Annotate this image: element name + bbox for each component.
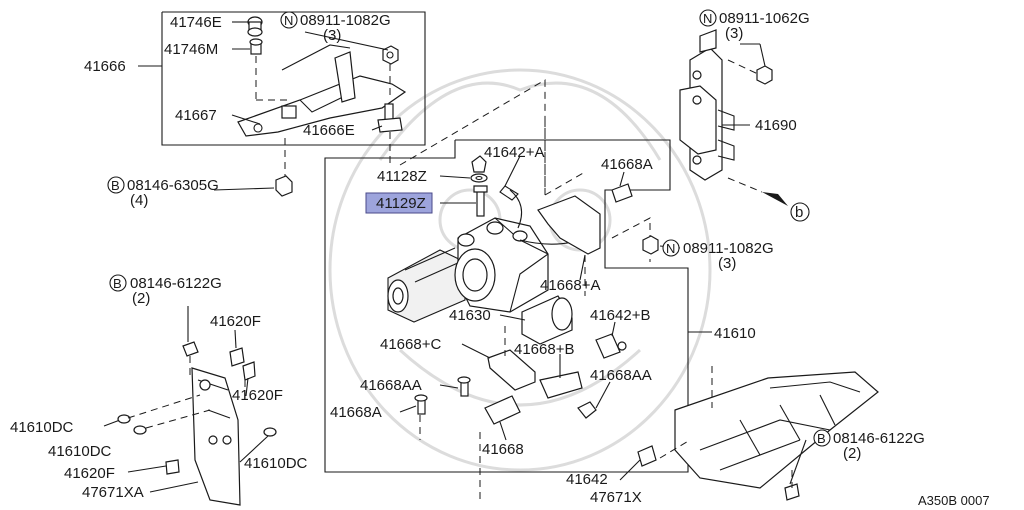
label-b1-part: 08146-6305G (127, 177, 219, 194)
label-47671XA: 47671XA (82, 484, 144, 501)
label-41666: 41666 (84, 58, 126, 75)
collar-41746M (249, 38, 263, 55)
label-b3-part: 08146-6122G (833, 430, 925, 447)
label-41610DC-1: 41610DC (10, 419, 74, 436)
label-n2-part: 08911-1062G (719, 10, 810, 27)
label-41668A-top: 41668A (601, 156, 653, 173)
nut-symbol-icon (662, 239, 680, 257)
label-41668C: 41668+C (380, 336, 441, 353)
label-41666E: 41666E (303, 122, 355, 139)
bolt-41668AA-right (577, 401, 597, 419)
bracket-group-41666 (138, 11, 426, 180)
label-b1-qty: (4) (130, 192, 148, 209)
svg-text:B: B (113, 276, 122, 291)
bracket-41668B (539, 371, 583, 399)
nut-08911-right (642, 235, 659, 255)
bracket-arm (334, 51, 356, 103)
label-41667: 41667 (175, 107, 217, 124)
label-n3-part: 08911-1082G (683, 240, 774, 257)
cover-47671XA (103, 341, 277, 506)
bolt-symbol-icon (109, 274, 127, 292)
label-41620F-bottom: 41620F (64, 465, 115, 482)
bolt-41668A-upper (611, 183, 633, 203)
bracket-41668 (484, 395, 521, 425)
clip-41642A (471, 155, 487, 173)
label-n1-qty: (3) (323, 27, 341, 44)
label-41746M: 41746M (164, 41, 218, 58)
diagram-code: A350B 0007 (918, 493, 990, 508)
washer-41128Z (470, 173, 488, 183)
label-41746E: 41746E (170, 14, 222, 31)
svg-text:N: N (284, 13, 293, 28)
clamp-41642B (595, 333, 621, 359)
bolt-41129Z (473, 185, 488, 217)
cover-47671X (637, 366, 879, 501)
screw-41610DC-3 (263, 427, 277, 437)
bolt-08146-left (182, 341, 199, 357)
label-n1-part: 08911-1082G (300, 12, 391, 29)
svg-text:N: N (666, 241, 675, 256)
label-41620F-mid: 41620F (232, 387, 283, 404)
nut-top (382, 45, 399, 65)
label-41668pA: 41668+A (540, 277, 600, 294)
label-b2-part: 08146-6122G (130, 275, 222, 292)
label-41668: 41668 (482, 441, 524, 458)
label-41668B: 41668+B (514, 341, 574, 358)
bolt-symbol-icon (107, 176, 125, 194)
grommet-41746E (247, 16, 263, 37)
clip-41620F-mid (242, 361, 256, 381)
svg-text:B: B (111, 178, 120, 193)
label-41610DC-3: 41610DC (244, 455, 308, 472)
label-41668AA-left: 41668AA (360, 377, 422, 394)
label-41630: 41630 (449, 307, 491, 324)
label-41129Z[interactable]: 41129Z (376, 195, 426, 212)
bracket-41668pA (537, 195, 601, 255)
label-41642: 41642 (566, 471, 608, 488)
label-41668AA-right: 41668AA (590, 367, 652, 384)
nut-symbol-icon (699, 9, 717, 27)
labels: 41746E 41746M 41666 41667 41666E N 08911… (10, 9, 990, 508)
bracket-41668C (487, 349, 536, 391)
label-41668A-left: 41668A (330, 404, 382, 421)
label-47671X: 47671X (590, 489, 642, 506)
fastener-41642 (637, 445, 657, 467)
screw-41610DC-1 (117, 414, 131, 424)
svg-text:B: B (817, 431, 826, 446)
clip-41620F-top (229, 347, 245, 367)
label-41690: 41690 (755, 117, 797, 134)
screw-41610DC-2 (133, 425, 147, 435)
label-b3-qty: (2) (843, 445, 861, 462)
label-41642A: 41642+A (484, 144, 544, 161)
bolt-symbol-icon (813, 429, 831, 447)
label-n3-qty: (3) (718, 255, 736, 272)
clip-41620F-bottom (165, 459, 180, 475)
bracket-plate-41667 (237, 75, 407, 137)
bracket-41690 (679, 29, 788, 206)
stud-41666E (377, 103, 403, 133)
label-41128Z: 41128Z (377, 168, 427, 185)
group-box-41666 (161, 11, 426, 146)
label-41610DC-2: 41610DC (48, 443, 112, 460)
label-41642B: 41642+B (590, 307, 650, 324)
label-41620F-top: 41620F (210, 313, 261, 330)
svg-text:N: N (703, 11, 712, 26)
highlight-41129Z (365, 192, 433, 214)
actuator-assembly-41630 (387, 120, 659, 500)
bolt-08146-6305G (275, 175, 293, 197)
label-41610: 41610 (714, 325, 756, 342)
label-n2-qty: (3) (725, 25, 743, 42)
nut-41690 (756, 65, 773, 85)
bolt-08146-right (784, 483, 800, 501)
label-ref-b: b (795, 204, 803, 221)
label-b2-qty: (2) (132, 290, 150, 307)
nut-symbol-icon (280, 11, 298, 29)
reference-b-icon (790, 202, 810, 222)
